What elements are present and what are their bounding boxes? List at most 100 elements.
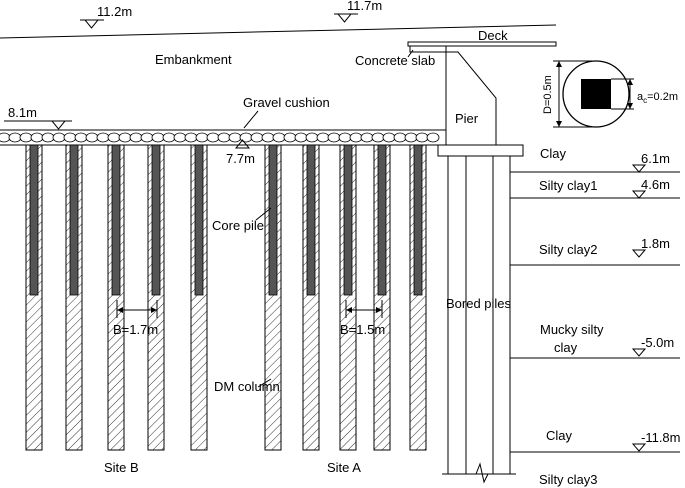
gravel-stone — [19, 132, 33, 143]
soil-layer: Silty clay3 — [539, 472, 598, 487]
gravel-stone — [85, 132, 99, 143]
soil-layer-name: Silty clay2 — [539, 242, 598, 257]
gravel-stone — [173, 132, 187, 143]
gravel-stone — [206, 132, 220, 143]
dm-column — [409, 144, 427, 451]
concrete-slab-leader — [407, 49, 414, 58]
concrete-slab — [409, 45, 447, 53]
deck-label: Deck — [478, 28, 508, 43]
spacing-b-label: B=1.7m — [113, 322, 158, 337]
dm-column — [65, 144, 83, 451]
gravel-stone — [305, 132, 319, 143]
gravel-stone — [283, 132, 297, 143]
section-detail: D=0.5m ac=0.2m — [542, 60, 678, 128]
soil-layer-name: Silty clay1 — [539, 178, 598, 193]
section-core-label: ac=0.2m — [637, 91, 678, 105]
gravel-stone — [338, 132, 352, 143]
embankment-surface-line — [0, 24, 557, 39]
dm-column — [373, 144, 391, 451]
elevation-marker-cushion: 7.7m — [226, 139, 255, 166]
dm-column-leader — [257, 378, 272, 388]
gravel-stone — [250, 132, 264, 143]
soil-layer-elevation: 1.8m — [641, 236, 670, 251]
concrete-slab-label: Concrete slab — [355, 53, 435, 68]
gravel-stone — [217, 132, 231, 143]
gravel-stone — [261, 132, 275, 143]
core-pile — [343, 144, 353, 296]
gravel-stone — [41, 132, 55, 143]
core-pile — [69, 144, 79, 296]
soil-layer-name: Mucky silty — [540, 322, 604, 337]
gravel-stone — [195, 132, 209, 143]
core-pile — [194, 144, 204, 296]
dm-column — [107, 144, 125, 451]
soil-layer: Mucky silty clay -5.0m — [510, 322, 680, 359]
spacing-a-label: B=1.5m — [340, 322, 385, 337]
gravel-cushion-label: Gravel cushion — [243, 95, 330, 110]
gravel-cushion-leader — [243, 110, 259, 129]
dm-column — [190, 144, 208, 451]
gravel-stone — [393, 132, 407, 143]
soil-layer-name: Clay — [546, 428, 573, 443]
core-pile — [111, 144, 121, 296]
gravel-stone — [0, 132, 11, 143]
soil-layer: Silty clay2 1.8m — [510, 236, 680, 266]
elevation-top-left: 11.2m — [97, 4, 132, 19]
gravel-stone — [404, 132, 418, 143]
soil-layer-elevation: 6.1m — [641, 151, 670, 166]
soil-layer-name: Silty clay3 — [539, 472, 598, 487]
elevation-embankment: 8.1m — [8, 105, 37, 120]
soil-layer-name: Clay — [540, 146, 567, 161]
gravel-stone — [426, 132, 440, 143]
spacing-dimension-b: B=1.7m — [113, 300, 158, 337]
pier-label: Pier — [455, 111, 479, 126]
gravel-stone — [228, 132, 242, 143]
gravel-stone — [415, 132, 429, 143]
dm-column — [25, 144, 43, 451]
gravel-stone — [371, 132, 385, 143]
gravel-stone — [327, 132, 341, 143]
pile-cap — [437, 144, 524, 157]
dm-columns — [25, 144, 427, 451]
gravel-stone — [74, 132, 88, 143]
dm-column-label: DM column — [214, 379, 280, 394]
gravel-stone — [294, 132, 308, 143]
core-pile-leader — [255, 207, 272, 221]
elevation-marker-top-left: 11.2m — [80, 4, 132, 29]
gravel-stone — [63, 132, 77, 143]
core-pile — [151, 144, 161, 296]
bored-piles-label: Bored piles — [446, 296, 512, 311]
gravel-stone — [162, 132, 176, 143]
gravel-stone — [360, 132, 374, 143]
gravel-stone — [30, 132, 44, 143]
section-diameter-label: D=0.5m — [542, 75, 554, 114]
bored-piles — [442, 156, 516, 484]
gravel-stone — [52, 132, 66, 143]
gravel-cushion — [0, 132, 440, 143]
soil-layer-name-2: clay — [554, 340, 578, 355]
core-pile — [268, 144, 278, 296]
soil-layer: Silty clay1 4.6m — [510, 177, 680, 199]
embankment-label: Embankment — [155, 52, 232, 67]
soil-layer-elevation: -5.0m — [641, 335, 674, 350]
elevation-marker-top-right: 11.7m — [334, 0, 382, 23]
core-pile-label: Core pile — [212, 218, 264, 233]
soil-layer-elevation: 4.6m — [641, 177, 670, 192]
gravel-stone — [8, 132, 22, 143]
soil-layer-elevation: -11.8m — [641, 430, 681, 445]
gravel-stone — [151, 132, 165, 143]
pier — [445, 51, 497, 146]
elevation-marker-embankment: 8.1m — [4, 105, 72, 130]
dm-column — [302, 144, 320, 451]
core-pile — [413, 144, 423, 296]
site-a-label: Site A — [327, 460, 361, 475]
gravel-stone — [349, 132, 363, 143]
site-b-label: Site B — [104, 460, 139, 475]
gravel-stone — [140, 132, 154, 143]
soil-layer: Clay -11.8m — [510, 428, 681, 453]
deck — [407, 41, 557, 47]
core-pile — [377, 144, 387, 296]
soil-layer: Clay 6.1m — [510, 146, 680, 173]
